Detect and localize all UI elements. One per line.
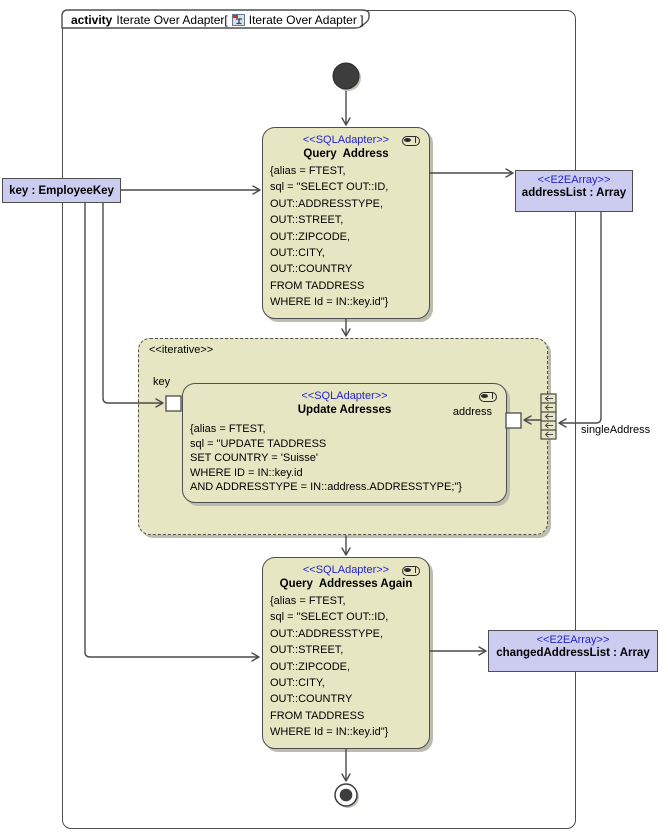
action-query-address[interactable]: <<SQLAdapter>> Query Address {alias = FT… [262,127,430,319]
stereotype-label: <<SQLAdapter>> [302,564,390,576]
action-sql-body: {alias = FTEST, sql = "SELECT OUT::ID, O… [270,165,389,309]
frame-title-after: Iterate Over Adapter ] [248,12,364,27]
action-query-addresses-again[interactable]: <<SQLAdapter>> Query Addresses Again {al… [262,557,430,749]
action-title: Query Addresses Again [279,578,413,590]
object-addresslist[interactable]: <<E2EArray>> addressList : Array [515,170,633,212]
object-key-employeekey[interactable]: key : EmployeeKey [2,178,121,203]
object-label: changedAddressList : Array [496,647,650,659]
singleaddress-edge-label: singleAddress [581,424,651,436]
adapter-icon [479,392,497,402]
activity-diagram-icon [231,14,245,26]
iterative-stereotype: <<iterative>> [149,344,214,356]
stereotype-label: <<E2EArray>> [536,634,610,646]
action-update-adresses[interactable]: <<SQLAdapter>> Update Adresses address {… [182,383,507,503]
object-label: addressList : Array [521,187,627,199]
stereotype-label: <<SQLAdapter>> [301,390,388,402]
address-pin-label: address [452,406,492,418]
adapter-icon [402,136,420,146]
action-sql-body: {alias = FTEST, sql = "UPDATE TADDRESS S… [190,423,462,494]
key-pin-label: key [153,376,171,388]
stereotype-label: <<E2EArray>> [537,174,611,186]
action-title: Query Address [303,148,389,160]
object-label: key : EmployeeKey [9,184,114,197]
adapter-icon [402,566,420,576]
action-title: Update Adresses [297,404,392,416]
frame-title-before: Iterate Over Adapter[ [116,12,228,27]
action-sql-body: {alias = FTEST, sql = "SELECT OUT::ID, O… [270,595,389,739]
frame-title: activity Iterate Over Adapter[ Iterate O… [71,12,364,27]
object-changedaddresslist[interactable]: <<E2EArray>> changedAddressList : Array [488,630,658,672]
stereotype-label: <<SQLAdapter>> [302,134,390,146]
frame-keyword: activity [71,12,113,27]
